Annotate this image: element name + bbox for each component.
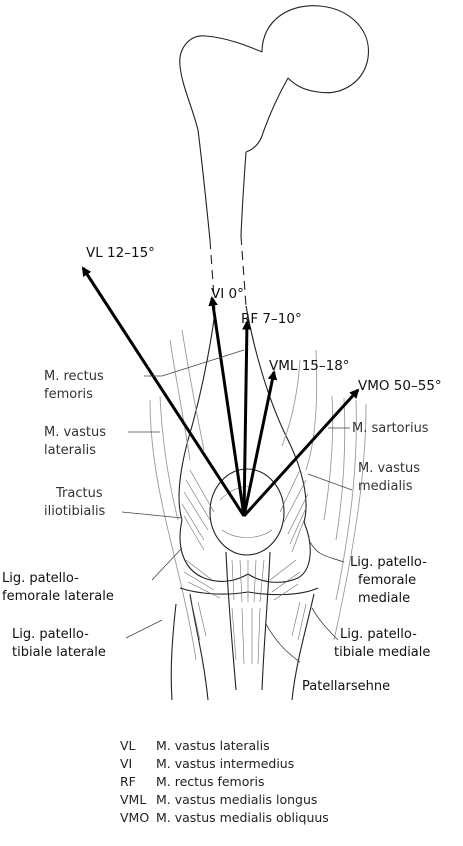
label-vastus-medialis-1: M. vastus — [358, 461, 420, 476]
label-tractus-2: iliotibialis — [44, 504, 106, 519]
vector-label-vl: VL 12–15° — [86, 245, 155, 261]
vector-arrow-vl — [83, 268, 244, 516]
label-vastus-lateralis-2: lateralis — [44, 443, 96, 458]
label-rectus-femoris-1: M. rectus — [44, 369, 104, 384]
femoral-condyles — [180, 520, 310, 582]
fibula — [171, 604, 176, 700]
label-vastus-medialis-2: medialis — [358, 479, 413, 494]
label-sartorius: M. sartorius — [352, 421, 429, 436]
label-lig-patellofemorale-lat-1: Lig. patello- — [2, 571, 79, 586]
vector-label-rf: RF 7–10° — [241, 311, 302, 327]
patellar-tendon-lateral — [226, 552, 236, 690]
legend-abbr: VML — [120, 792, 146, 807]
vector-arrow-rf — [244, 322, 247, 516]
tibia-lateral — [190, 594, 208, 700]
femur-distal-medial — [246, 306, 306, 522]
label-lig-patellotibiale-lat-2: tibiale laterale — [12, 645, 106, 660]
label-lig-patellofemorale-med-3: mediale — [358, 591, 410, 606]
soft-tissue — [150, 330, 366, 660]
femur-shaft-lateral — [198, 130, 210, 240]
tibial-plateau — [180, 588, 318, 595]
legend-name: M. vastus medialis longus — [156, 792, 317, 807]
labels-left: M. rectus femoris M. vastus lateralis Tr… — [2, 369, 114, 660]
label-tractus-1: Tractus — [55, 486, 103, 501]
label-lig-patellofemorale-lat-2: femorale laterale — [2, 589, 114, 604]
femur-drawing — [179, 6, 368, 522]
legend-name: M. rectus femoris — [156, 774, 265, 789]
legend-name: M. vastus medialis obliquus — [156, 810, 329, 825]
legend-name: M. vastus lateralis — [156, 738, 270, 753]
legend-abbr: VMO — [120, 810, 149, 825]
label-lig-patellofemorale-med-2: femorale — [358, 573, 416, 588]
femur-shaft-medial — [241, 152, 246, 236]
label-vastus-lateralis-1: M. vastus — [44, 425, 106, 440]
femoral-neck — [180, 36, 262, 130]
labels-right: M. sartorius M. vastus medialis Lig. pat… — [302, 421, 430, 694]
patellar-tendon-medial — [262, 552, 270, 690]
label-lig-patellotibiale-med-2: tibiale mediale — [334, 645, 430, 660]
lesser-trochanter — [246, 78, 288, 152]
label-lig-patellotibiale-med-1: Lig. patello- — [340, 627, 417, 642]
vector-arrow-vml — [244, 372, 274, 516]
abbreviation-legend: VL M. vastus lateralis VI M. vastus inte… — [120, 738, 329, 825]
femoral-head — [262, 6, 368, 93]
label-rectus-femoris-2: femoris — [44, 387, 93, 402]
legend-abbr: VL — [120, 738, 136, 753]
vector-arrow-vmo — [244, 390, 358, 516]
label-patellarsehne: Patellarsehne — [302, 679, 390, 694]
vector-label-vml: VML 15–18° — [269, 358, 350, 374]
vector-label-vmo: VMO 50–55° — [358, 378, 442, 394]
legend-name: M. vastus intermedius — [156, 756, 294, 771]
vector-arrow-vi — [212, 298, 244, 516]
legend-abbr: VI — [120, 756, 132, 771]
label-lig-patellofemorale-med-1: Lig. patello- — [350, 555, 427, 570]
vector-label-vi: VI 0° — [211, 286, 244, 302]
legend-abbr: RF — [120, 774, 136, 789]
label-lig-patellotibiale-lat-1: Lig. patello- — [12, 627, 89, 642]
